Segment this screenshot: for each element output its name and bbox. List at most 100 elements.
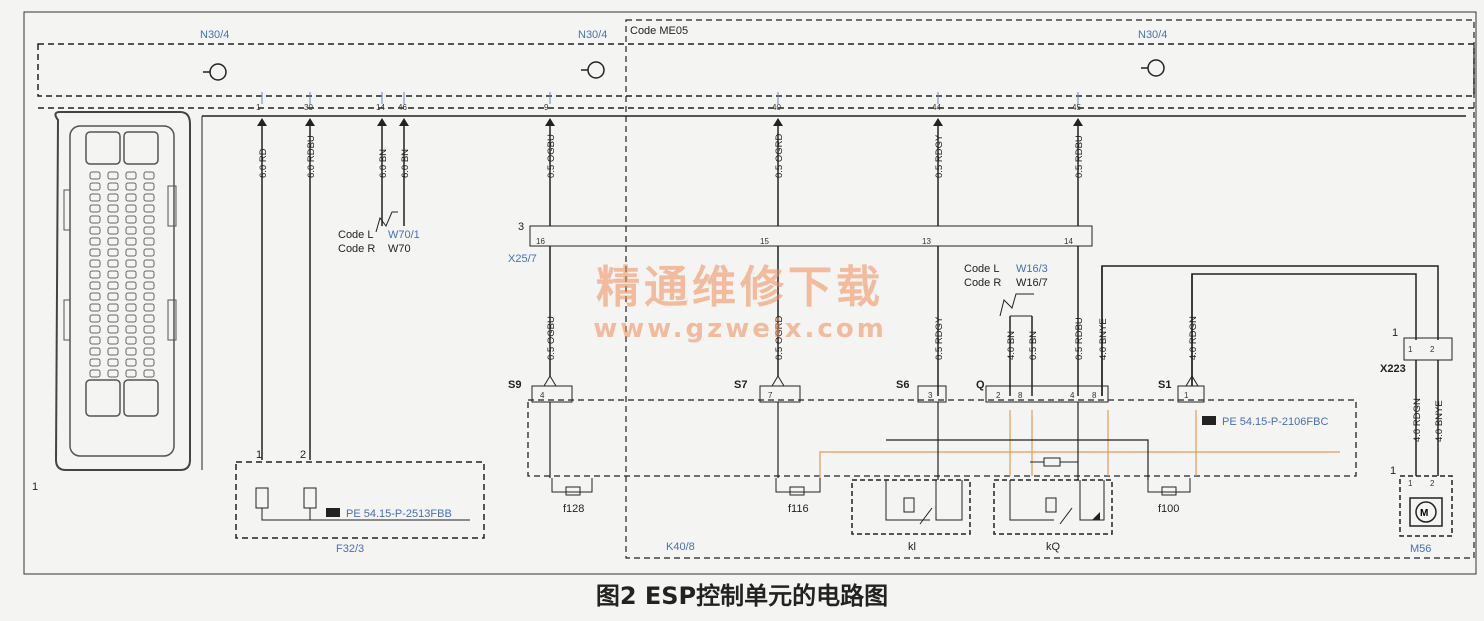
x25-pin-3: 13 xyxy=(922,237,931,246)
connector-pin xyxy=(89,325,101,334)
connector-pin xyxy=(143,226,155,235)
connector-pin xyxy=(125,270,137,279)
code-me05-region xyxy=(625,19,1475,559)
connector-pin xyxy=(143,281,155,290)
outer-frame xyxy=(23,11,1477,575)
wire-label-lower: 0.5 RDBU xyxy=(1074,317,1085,360)
connector-pin xyxy=(125,193,137,202)
document-ref-icon xyxy=(1202,416,1216,425)
switch-arrow-icon xyxy=(1185,375,1199,387)
wire-label-upper: 6.0 RD xyxy=(258,148,269,178)
code-w16-l-value: W16/3 xyxy=(1016,263,1048,275)
code-w70-l-value: W70/1 xyxy=(388,229,420,241)
connector-pin xyxy=(107,336,119,345)
connector-pin xyxy=(125,281,137,290)
motor-icon: M xyxy=(1409,497,1443,527)
wire-internal xyxy=(958,439,1149,480)
x223-pin-1: 1 xyxy=(1408,345,1413,354)
switch-connector xyxy=(985,385,1109,403)
wire-label-upper: 6.0 BN xyxy=(378,149,389,178)
connector-pin xyxy=(143,347,155,356)
wire-label-lower: 0.5 RDGY xyxy=(934,316,945,360)
document-ref-icon xyxy=(326,508,340,517)
f32-fuse-1 xyxy=(255,487,269,509)
connector-pin xyxy=(107,226,119,235)
code-w16-r-value: W16/7 xyxy=(1016,277,1048,289)
connector-pin xyxy=(89,259,101,268)
connector-pin xyxy=(125,171,137,180)
connector-pin xyxy=(89,171,101,180)
connector-pin xyxy=(125,237,137,246)
top-pin-number: 9 xyxy=(544,103,549,112)
ground-symbol-icon xyxy=(1141,59,1165,77)
connector-pin xyxy=(143,292,155,301)
x223-wire-label-2: 4.0 BNYE xyxy=(1434,400,1445,442)
m56-pin-1: 1 xyxy=(1408,479,1413,488)
connector-number: 1 xyxy=(32,481,38,493)
m56-num: 1 xyxy=(1390,465,1396,477)
m56-box xyxy=(1399,475,1453,537)
connector-pin xyxy=(125,226,137,235)
relay-kq-box xyxy=(993,479,1113,535)
svg-text:M: M xyxy=(1420,508,1428,519)
code-w16-r-label: Code R xyxy=(964,277,1001,289)
top-pin-number: 45 xyxy=(1072,103,1081,112)
wire-label-upper: 6.0 RDBU xyxy=(306,135,317,178)
code-w70-l-label: Code L xyxy=(338,229,373,241)
wire-label-lower: 4.0 BNYE xyxy=(1098,318,1109,360)
wire-label-upper: 0.5 RDGY xyxy=(934,134,945,178)
connector-pin xyxy=(89,204,101,213)
switch-pin-number: 3 xyxy=(928,391,933,400)
connector-pin xyxy=(107,215,119,224)
m56-label: M56 xyxy=(1410,543,1431,555)
connector-pin xyxy=(89,182,101,191)
ground-symbol-icon xyxy=(203,63,227,81)
connector-pin xyxy=(107,347,119,356)
switch-label: S6 xyxy=(896,379,909,391)
switch-label: S9 xyxy=(508,379,521,391)
connector-pin xyxy=(107,193,119,202)
connector-pin xyxy=(125,303,137,312)
fuse-f100 xyxy=(1147,478,1191,496)
connector-pin xyxy=(89,237,101,246)
fuse-f128 xyxy=(551,478,593,496)
connector-pin xyxy=(89,358,101,367)
connector-pin xyxy=(125,336,137,345)
switch-pin-number: 4 xyxy=(540,391,545,400)
x223-connector xyxy=(1403,337,1453,361)
switch-pin-number: 4 xyxy=(1070,391,1075,400)
wire-label-upper: 0.5 OGRD xyxy=(774,134,785,178)
top-pin-number: 14 xyxy=(376,103,385,112)
switch-pin-number: 7 xyxy=(768,391,773,400)
top-pin-number: 30 xyxy=(304,103,313,112)
x223-label: X223 xyxy=(1380,363,1406,375)
connector-pin xyxy=(143,171,155,180)
connector-pin xyxy=(107,237,119,246)
top-pin-number: 40 xyxy=(772,103,781,112)
f32-label: F32/3 xyxy=(336,543,364,555)
connector-pin xyxy=(143,314,155,323)
code-me05-label: Code ME05 xyxy=(630,25,688,37)
connector-pin xyxy=(107,171,119,180)
wire-orange-30 xyxy=(819,451,1340,480)
connector-pin xyxy=(107,314,119,323)
wire-label-upper: 6.0 BN xyxy=(400,149,411,178)
fuse-f116 xyxy=(775,478,821,496)
wire-label-lower: 4.0 BN xyxy=(1006,331,1017,360)
connector-pin xyxy=(89,281,101,290)
connector-pin xyxy=(125,314,137,323)
relay-kl-label: kl xyxy=(908,541,916,553)
f32-fuse-2 xyxy=(303,487,317,509)
switch-connector xyxy=(917,385,947,403)
wire-label-lower: 4.0 RDGN xyxy=(1188,316,1199,360)
connector-pin xyxy=(89,270,101,279)
pin-arrow-icon xyxy=(305,118,315,126)
pin-arrow-icon xyxy=(933,118,943,126)
connector-pin xyxy=(143,270,155,279)
switch-label: S7 xyxy=(734,379,747,391)
wire-bnye-upper xyxy=(1101,265,1439,396)
figure-caption: 图2 ESP控制单元的电路图 xyxy=(595,582,889,610)
